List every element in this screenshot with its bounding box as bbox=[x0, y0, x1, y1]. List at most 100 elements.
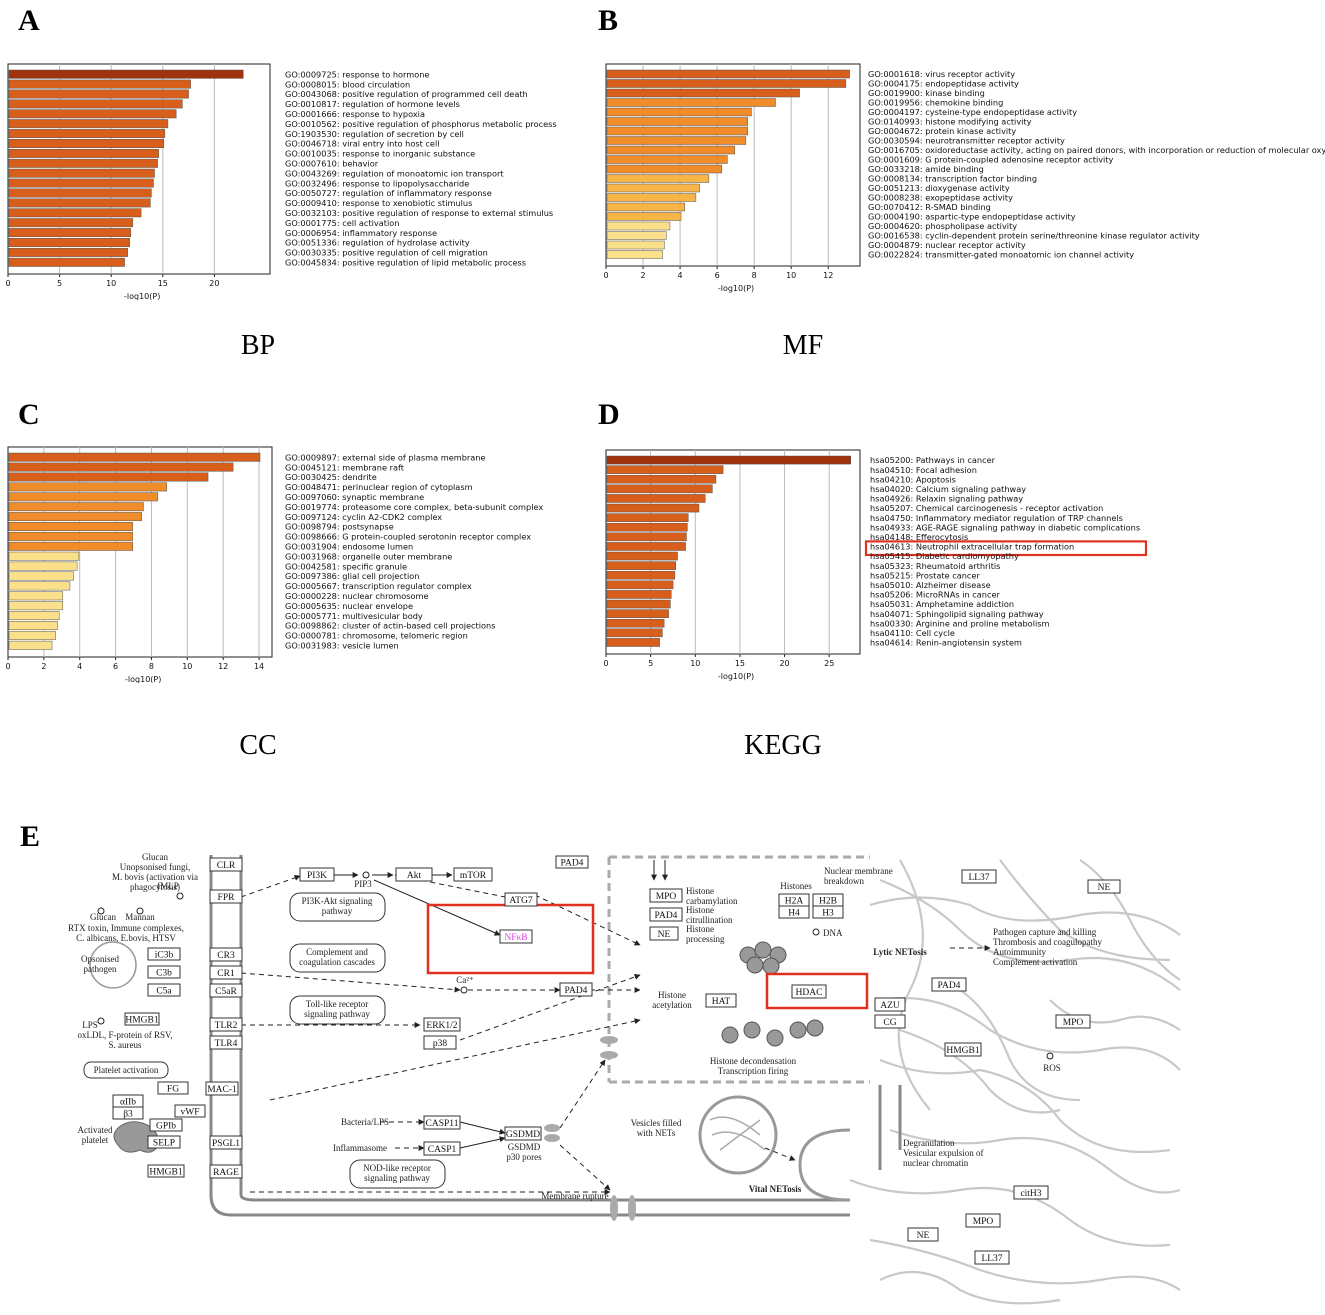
receptor-rage: RAGE bbox=[213, 1168, 239, 1178]
category-label: GO:0004190: aspartic-type endopeptidase … bbox=[868, 212, 1076, 222]
label-gsdmd-pores: p30 pores bbox=[506, 1152, 542, 1162]
receptor-cr1: CR1 bbox=[217, 969, 235, 979]
category-label: hsa05207: Chemical carcinogenesis - rece… bbox=[870, 503, 1103, 513]
category-label: hsa04110: Cell cycle bbox=[870, 628, 955, 638]
bar bbox=[8, 158, 158, 168]
bar bbox=[606, 174, 710, 183]
category-label: GO:0045834: positive regulation of lipid… bbox=[285, 258, 526, 268]
bar bbox=[606, 117, 748, 126]
category-label: GO:0033218: amide binding bbox=[868, 164, 984, 174]
panel-letter-d: D bbox=[598, 398, 620, 431]
nod-pathway-box bbox=[349, 1159, 446, 1189]
ligand-8: GPIb bbox=[156, 1122, 176, 1132]
bar bbox=[8, 69, 244, 79]
category-label: GO:0008134: transcription factor binding bbox=[868, 174, 1037, 184]
category-label: hsa05415: Diabetic cardiomyopathy bbox=[870, 551, 1019, 561]
bar bbox=[606, 628, 663, 638]
ligand-7: vWF bbox=[181, 1108, 200, 1118]
receptor-cr3-box bbox=[209, 947, 243, 962]
category-label: GO:0005667: transcription regulator comp… bbox=[285, 581, 472, 591]
category-label: hsa05215: Prostate cancer bbox=[870, 570, 980, 580]
tick-label: 10 bbox=[786, 271, 796, 280]
bar bbox=[606, 155, 728, 164]
label-inflammasome: Inflammasome bbox=[333, 1143, 387, 1153]
pore-4 bbox=[544, 1134, 560, 1142]
node-ne-ext: NE bbox=[917, 1231, 930, 1241]
node-hmgb1-ext-box bbox=[944, 1042, 982, 1057]
plot-frame bbox=[605, 449, 861, 655]
category-label: GO:0140993: histone modifying activity bbox=[868, 117, 1032, 127]
rupture-2 bbox=[628, 1195, 636, 1221]
bar bbox=[8, 99, 183, 109]
ligand-10: HMGB1 bbox=[149, 1168, 183, 1178]
receptor-rage-box bbox=[209, 1164, 243, 1179]
tick-label: 6 bbox=[113, 662, 118, 671]
bar bbox=[606, 570, 676, 580]
category-label: GO:0051213: dioxygenase activity bbox=[868, 183, 1010, 193]
caption-kegg: KEGG bbox=[744, 730, 822, 761]
tick-label: 4 bbox=[77, 662, 82, 671]
label-outcomes: Autoimmunity bbox=[993, 947, 1047, 957]
bar bbox=[606, 618, 665, 628]
x-axis-label: -log10(P) bbox=[124, 292, 160, 300]
bar bbox=[8, 188, 152, 198]
bar bbox=[8, 218, 134, 228]
node-atg7-box bbox=[504, 892, 538, 907]
bar bbox=[8, 257, 125, 267]
bar bbox=[606, 88, 800, 98]
tick-label: 0 bbox=[603, 271, 608, 280]
receptor-fpr: FPR bbox=[218, 893, 236, 903]
category-label: GO:0051336: regulation of hydrolase acti… bbox=[285, 238, 470, 248]
node-hdac-box bbox=[791, 984, 827, 999]
bar bbox=[606, 580, 674, 590]
category-label: GO:0031904: endosome lumen bbox=[285, 542, 413, 552]
tick-label: 5 bbox=[648, 659, 653, 668]
bar bbox=[8, 109, 177, 119]
tick-label: 15 bbox=[158, 279, 168, 288]
tick-label: 10 bbox=[182, 662, 192, 671]
node-gsdmd: GSDMD bbox=[506, 1130, 540, 1140]
category-label: GO:0019900: kinase binding bbox=[868, 88, 985, 98]
label-pi3k-pathway: pathway bbox=[322, 906, 353, 916]
bar bbox=[606, 551, 678, 561]
node-hat-box bbox=[705, 993, 737, 1008]
node-h3-box bbox=[812, 905, 844, 919]
bar bbox=[8, 571, 74, 581]
bar bbox=[606, 240, 665, 250]
bar bbox=[8, 148, 159, 158]
bar bbox=[8, 492, 159, 502]
category-label: GO:0022824: transmitter-gated monoatomic… bbox=[868, 250, 1134, 260]
tick-label: 20 bbox=[779, 659, 789, 668]
category-label: GO:0000228: nuclear chromosome bbox=[285, 591, 429, 601]
ligand-0: iC3b bbox=[155, 951, 174, 961]
label-fungi: phagocytosis) bbox=[130, 882, 180, 892]
ligand-1-box bbox=[147, 965, 181, 979]
node-ll37-top-box bbox=[961, 869, 997, 884]
label-histone-cit: Histone bbox=[686, 905, 714, 915]
ligand-8-box bbox=[149, 1118, 183, 1132]
bar bbox=[8, 522, 133, 531]
category-label: hsa05010: Alzheimer disease bbox=[870, 580, 991, 590]
node-pad4-cyto-box bbox=[559, 982, 593, 997]
tick-label: 0 bbox=[603, 659, 608, 668]
label-histone-cit: citrullination bbox=[686, 915, 733, 925]
bar bbox=[8, 591, 64, 601]
category-label: GO:0000781: chromosome, telomeric region bbox=[285, 631, 468, 641]
highlight-box bbox=[864, 540, 1148, 557]
ligand-6: β3 bbox=[123, 1110, 133, 1120]
bar bbox=[606, 250, 663, 259]
bar bbox=[606, 599, 671, 609]
category-label: GO:0010035: response to inorganic substa… bbox=[285, 149, 475, 159]
node-pi3k: PI3K bbox=[307, 871, 327, 881]
bar bbox=[8, 640, 53, 650]
bar bbox=[606, 164, 723, 174]
node-gsdmd-box bbox=[504, 1126, 542, 1141]
category-label: GO:0006954: inflammatory response bbox=[285, 228, 437, 238]
opsonised-pathogen-shape bbox=[89, 941, 137, 989]
tick-label: 8 bbox=[149, 662, 154, 671]
label-fmlp: fMLP bbox=[157, 881, 179, 891]
plot-frame bbox=[605, 63, 861, 267]
label-platelet-activation: Platelet activation bbox=[94, 1065, 159, 1075]
bar bbox=[8, 601, 64, 611]
label-lytic-netosis: Lytic NETosis bbox=[873, 947, 927, 957]
